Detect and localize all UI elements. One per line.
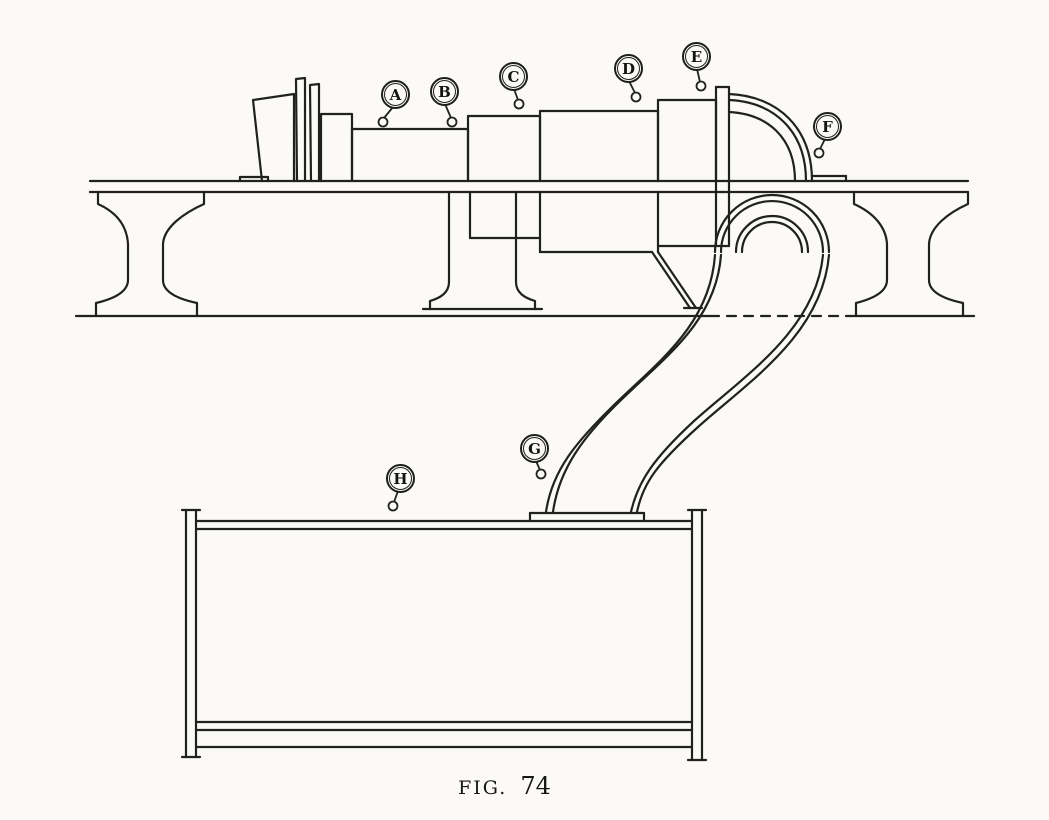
below-deck-casing (421, 190, 718, 311)
callout-b: B (430, 77, 459, 106)
callout-f: F (813, 112, 842, 141)
figure-caption-number: 74 (520, 772, 551, 800)
callout-c: C (499, 62, 528, 91)
callout-letter: B (438, 82, 451, 101)
bedplate (74, 179, 976, 318)
callout-g: G (520, 434, 549, 463)
callout-letter: G (528, 439, 541, 458)
callout-e: E (682, 42, 711, 71)
exhaust-pipe (544, 193, 831, 514)
callout-h: H (386, 464, 415, 493)
callout-letter: A (389, 85, 402, 104)
callout-leaders (377, 68, 826, 512)
callout-letter: C (507, 67, 520, 86)
turbine-assembly (238, 76, 848, 248)
callout-letter: F (822, 117, 833, 136)
callout-d: D (614, 54, 643, 83)
callout-letter: H (393, 469, 408, 488)
figure-caption: FIG. 74 (0, 772, 1029, 800)
callout-letter: D (621, 59, 635, 78)
callout-a: A (381, 80, 410, 109)
callout-letter: E (690, 47, 703, 66)
figure-caption-label: FIG. (458, 777, 508, 799)
condenser-tank (180, 508, 708, 762)
